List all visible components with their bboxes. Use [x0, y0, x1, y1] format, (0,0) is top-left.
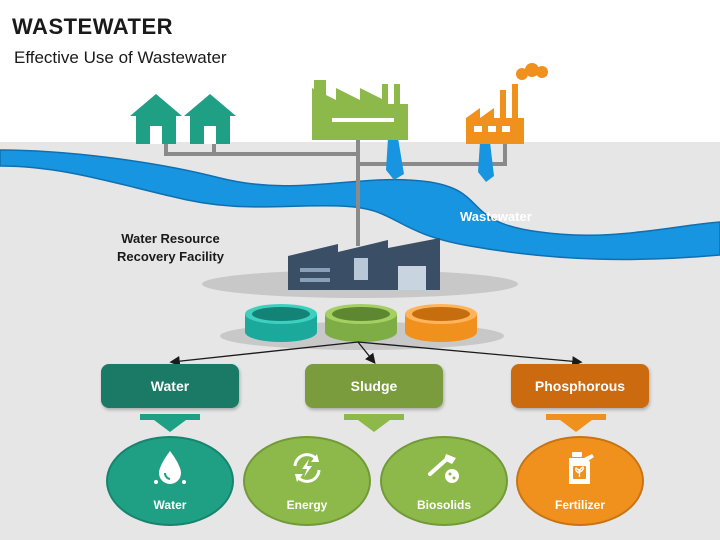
tank-green	[325, 304, 397, 342]
down-arrow-sludge	[344, 414, 404, 432]
water-drop-icon	[154, 451, 186, 484]
fertilizer-can-icon	[569, 452, 594, 484]
facility-label: Water Resource Recovery Facility	[117, 231, 224, 264]
biosolids-icon	[428, 454, 459, 483]
output-box-water: Water	[101, 364, 239, 408]
result-water: Water	[106, 436, 234, 526]
down-arrow-water	[140, 414, 200, 432]
page-subtitle: Effective Use of Wastewater	[14, 48, 227, 67]
tank-teal	[245, 304, 317, 342]
house-icon	[130, 94, 182, 144]
down-arrow-phosphorous	[546, 414, 606, 432]
output-box-sludge: Sludge	[305, 364, 443, 408]
result-biosolids: Biosolids	[380, 436, 508, 526]
energy-recycle-icon	[293, 453, 321, 483]
tank-orange	[405, 304, 477, 342]
result-fertilizer: Fertilizer	[516, 436, 644, 526]
green-factory-icon	[312, 80, 408, 140]
outflow-1	[386, 138, 404, 180]
orange-factory-icon	[466, 63, 548, 144]
recovery-facility-icon	[288, 238, 440, 290]
outflow-2	[478, 142, 494, 182]
wastewater-label: Wastewater	[460, 209, 532, 224]
output-box-phosphorous: Phosphorous	[511, 364, 649, 408]
house-icon	[184, 94, 236, 144]
split-arrows	[169, 341, 583, 367]
page-title: WASTEWATER	[12, 14, 174, 39]
result-energy: Energy	[243, 436, 371, 526]
